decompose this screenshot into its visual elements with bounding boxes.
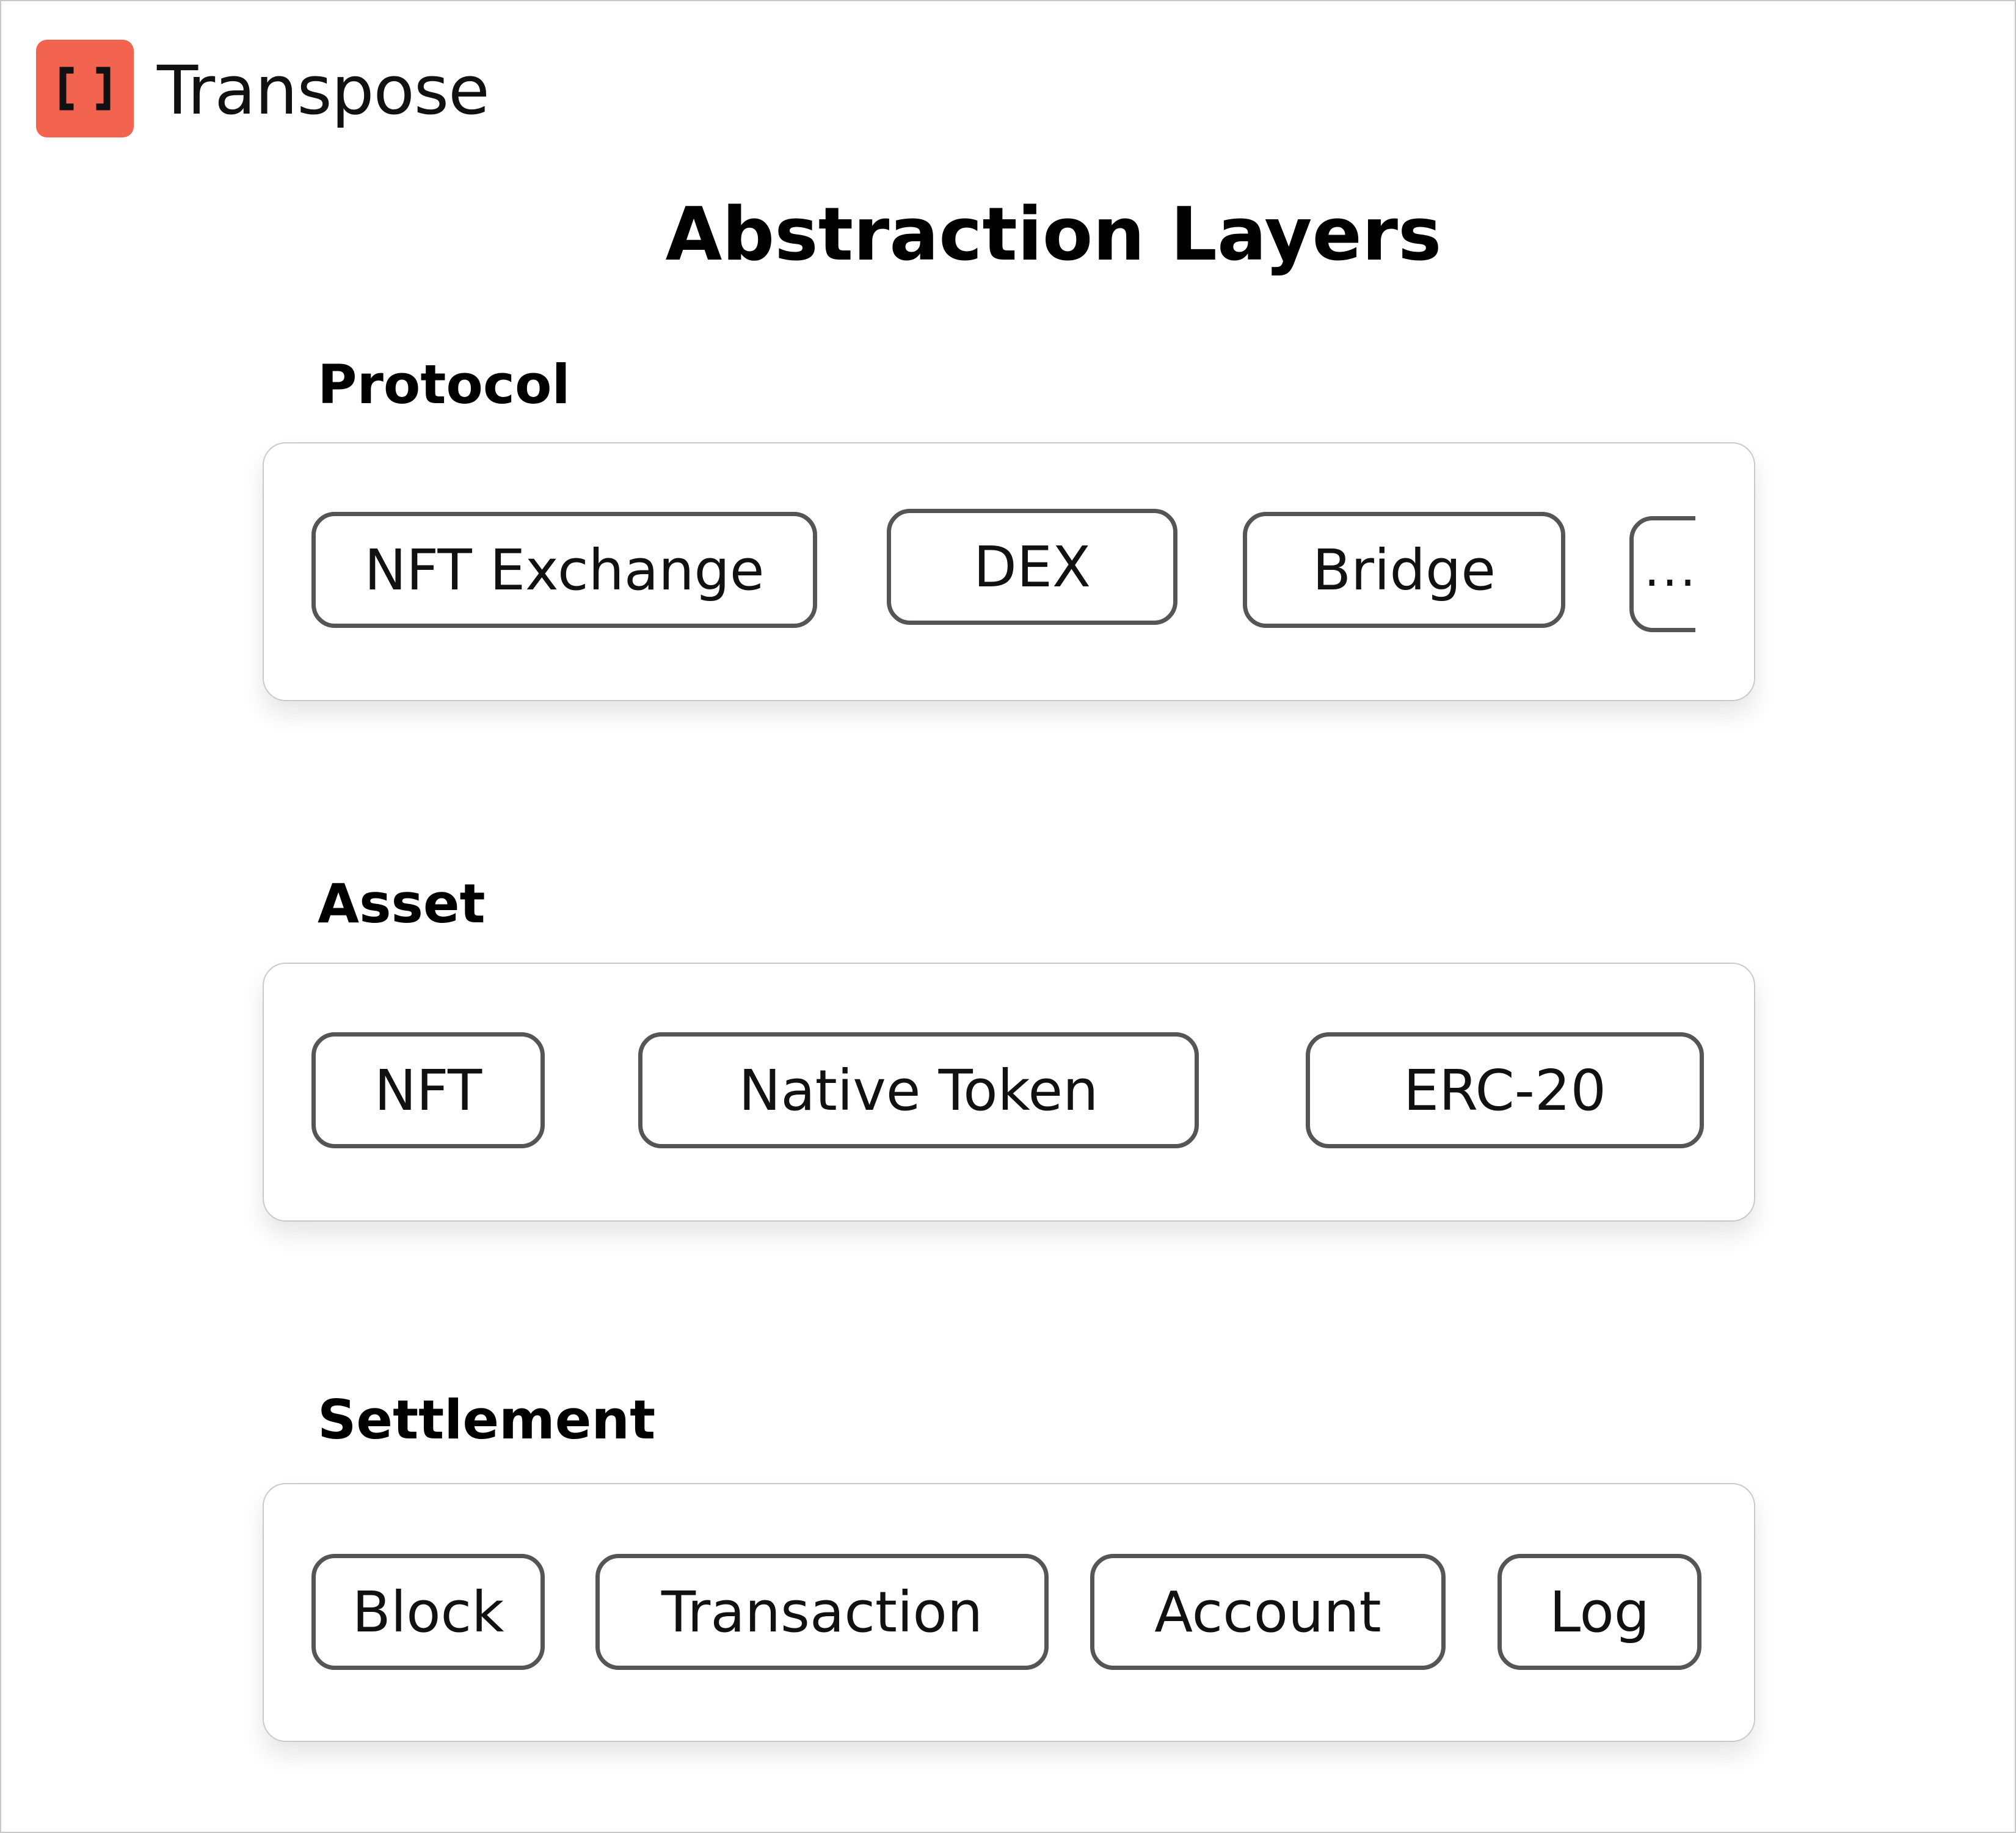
chip-more: ... (1629, 516, 1695, 632)
chip-bridge: Bridge (1243, 512, 1565, 628)
diagram-title: Abstraction Layers (665, 192, 1442, 277)
chip-block: Block (311, 1554, 545, 1670)
layer-label-asset: Asset (318, 872, 486, 935)
layer-label-settlement: Settlement (318, 1388, 656, 1451)
chip-nft-exchange: NFT Exchange (311, 512, 817, 628)
chip-log: Log (1497, 1554, 1701, 1670)
transpose-logo-icon (36, 40, 134, 137)
chip-more-label: ... (1644, 541, 1695, 597)
layer-label-protocol: Protocol (318, 353, 570, 416)
chip-erc-20: ERC-20 (1306, 1032, 1704, 1148)
chip-transaction: Transaction (595, 1554, 1049, 1670)
chip-account: Account (1090, 1554, 1446, 1670)
chip-dex: DEX (887, 509, 1177, 625)
chip-nft: NFT (311, 1032, 545, 1148)
brand-name: Transpose (157, 51, 490, 129)
chip-native-token: Native Token (638, 1032, 1199, 1148)
